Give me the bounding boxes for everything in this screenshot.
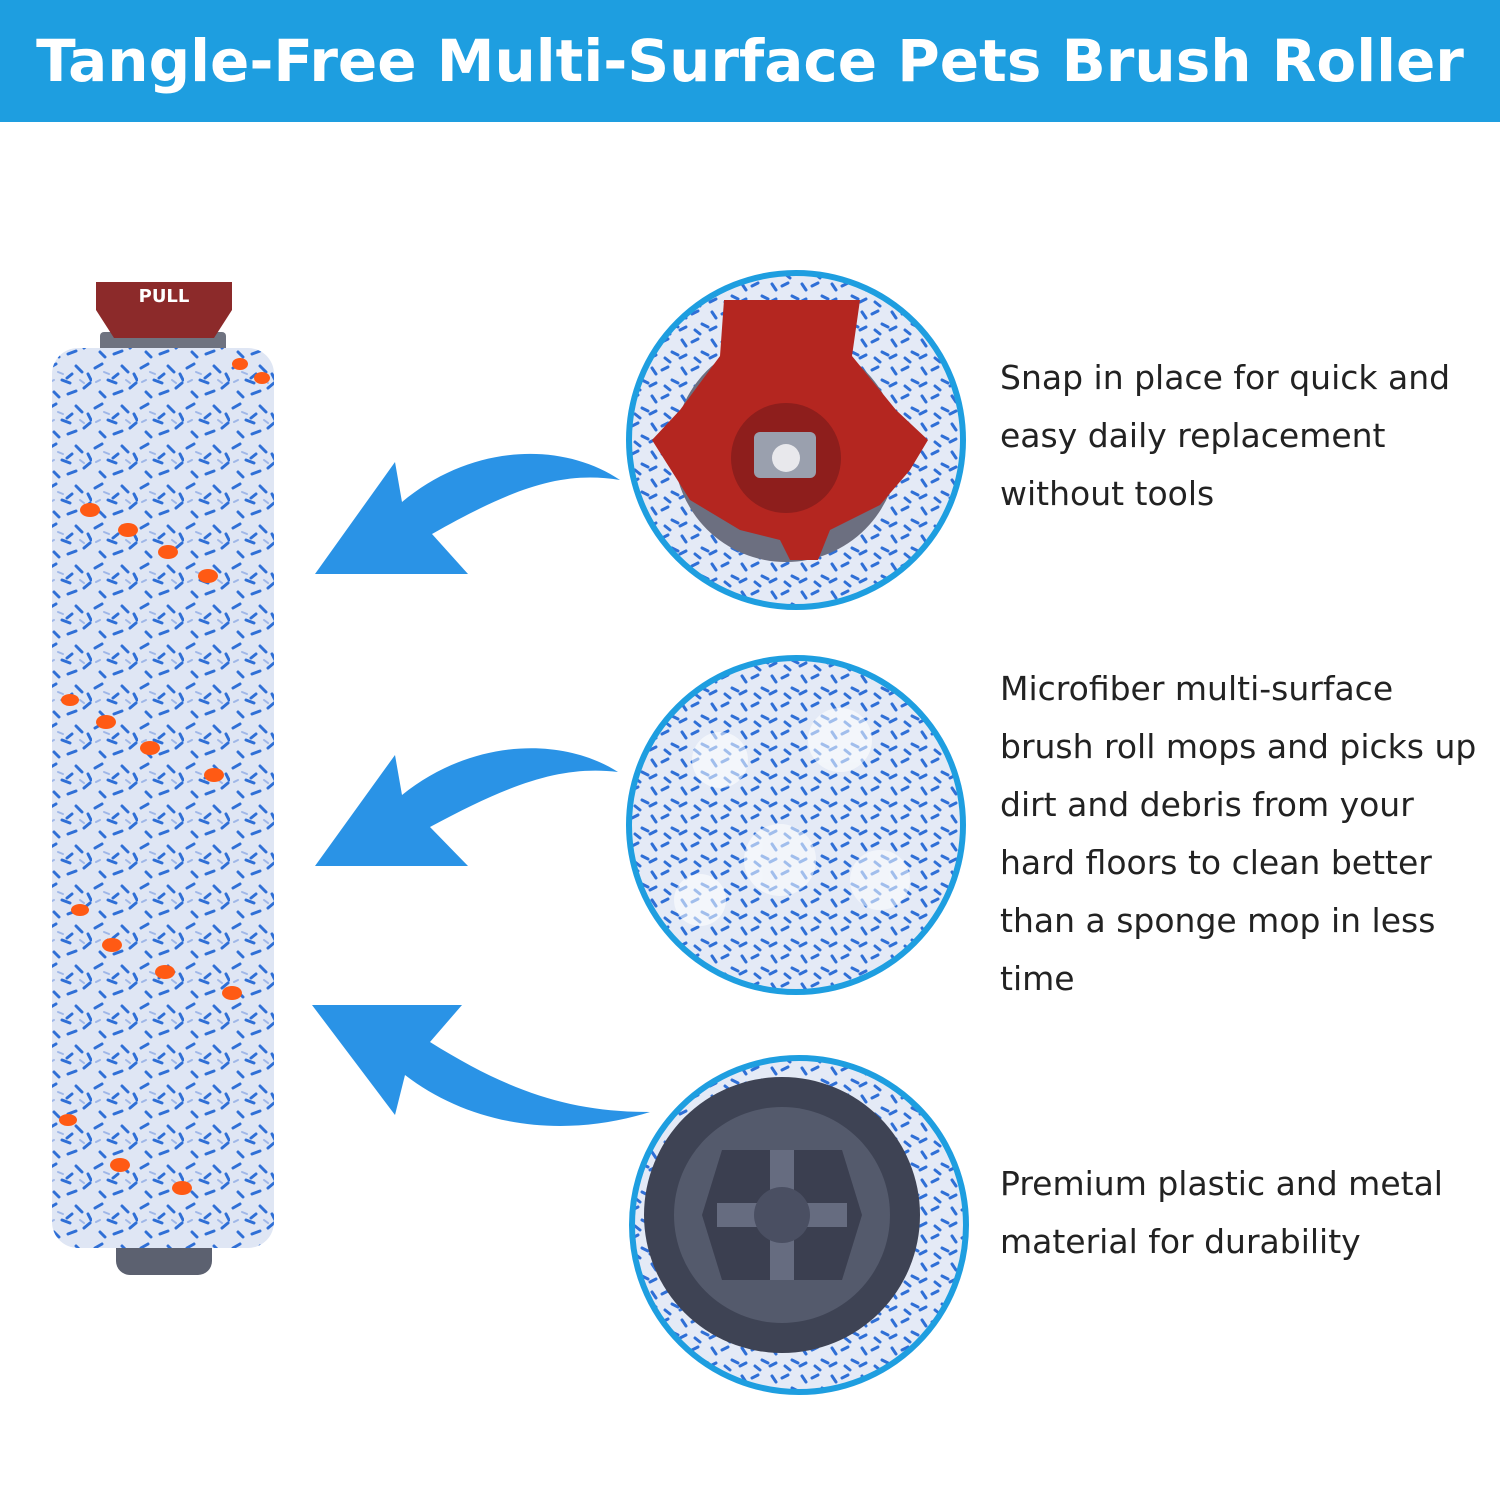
roller-fiber-body: [52, 348, 274, 1248]
feature-text-microfiber: Microfiber multi-surface brush roll mops…: [1000, 669, 1477, 998]
pull-label: PULL: [139, 286, 190, 307]
arrow-middle: [315, 748, 618, 866]
roller-orange-fibers: [59, 358, 270, 1195]
feature-text-snap: Snap in place for quick and easy daily r…: [1000, 358, 1451, 513]
pull-cap: [96, 282, 232, 338]
detail-circle-microfiber: [626, 655, 966, 995]
arrows: [312, 453, 650, 1126]
detail-circle-clip: [626, 270, 966, 610]
brush-roller: [52, 282, 274, 1275]
arrow-bottom: [312, 1005, 650, 1126]
feature-text-material: Premium plastic and metal material for d…: [1000, 1164, 1443, 1261]
arrow-top: [315, 453, 620, 574]
title-banner: Tangle-Free Multi-Surface Pets Brush Rol…: [0, 0, 1500, 122]
page-title: Tangle-Free Multi-Surface Pets Brush Rol…: [36, 27, 1464, 95]
detail-circle-endcap: [629, 1055, 969, 1395]
